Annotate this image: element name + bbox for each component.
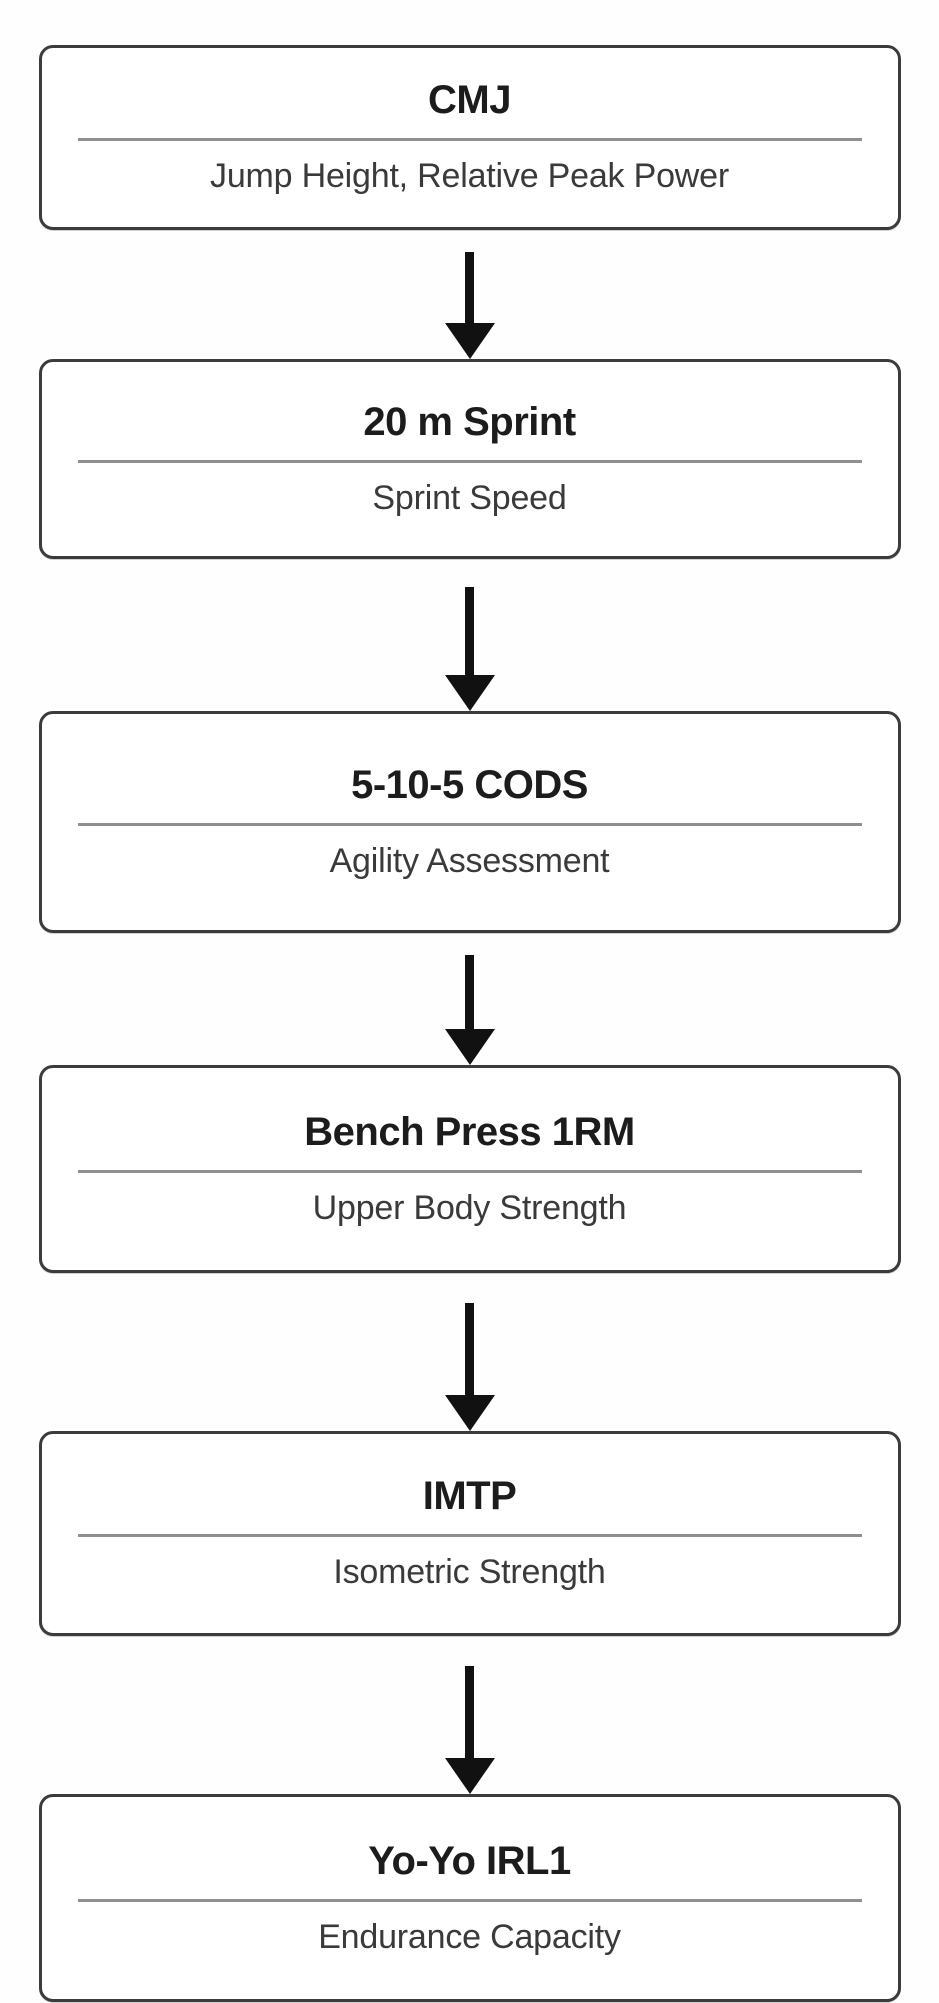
flow-node-title: Bench Press 1RM bbox=[304, 1109, 635, 1154]
arrow-shaft bbox=[465, 587, 474, 676]
arrow-head bbox=[444, 323, 495, 359]
arrow-shaft bbox=[465, 1303, 474, 1396]
flow-node-divider bbox=[77, 459, 862, 463]
flow-node-5-10-5-cods[interactable]: 5-10-5 CODS Agility Assessment bbox=[38, 711, 901, 933]
flow-node-subtitle: Sprint Speed bbox=[372, 478, 567, 517]
flow-node-imtp[interactable]: IMTP Isometric Strength bbox=[38, 1431, 901, 1636]
down-arrow-icon bbox=[440, 230, 500, 359]
arrow-shaft bbox=[465, 1666, 474, 1759]
flow-node-divider bbox=[77, 138, 862, 142]
down-arrow-icon bbox=[440, 559, 500, 711]
arrow-head bbox=[444, 1029, 495, 1065]
flow-node-20-m-sprint[interactable]: 20 m Sprint Sprint Speed bbox=[38, 359, 901, 559]
flow-node-yo-yo-irl1[interactable]: Yo-Yo IRL1 Endurance Capacity bbox=[38, 1794, 901, 2002]
arrow-head bbox=[444, 675, 495, 711]
arrow-shaft bbox=[465, 955, 474, 1030]
flow-node-bench-press-1rm[interactable]: Bench Press 1RM Upper Body Strength bbox=[38, 1065, 901, 1273]
flow-node-title: Yo-Yo IRL1 bbox=[368, 1838, 571, 1883]
flow-node-subtitle: Endurance Capacity bbox=[318, 1917, 621, 1956]
flow-node-cmj[interactable]: CMJ Jump Height, Relative Peak Power bbox=[38, 45, 901, 230]
flow-node-subtitle: Jump Height, Relative Peak Power bbox=[210, 157, 729, 196]
flow-node-subtitle: Upper Body Strength bbox=[312, 1188, 627, 1227]
flow-node-divider bbox=[77, 1169, 862, 1173]
down-arrow-icon bbox=[440, 933, 500, 1065]
flow-node-subtitle: Isometric Strength bbox=[333, 1553, 606, 1592]
arrow-head bbox=[444, 1758, 495, 1794]
arrow-shaft bbox=[465, 252, 474, 324]
top-spacer bbox=[469, 0, 470, 45]
down-arrow-icon bbox=[440, 1273, 500, 1431]
flow-node-divider bbox=[77, 1898, 862, 1902]
arrow-head bbox=[444, 1395, 495, 1431]
flow-node-subtitle: Agility Assessment bbox=[329, 841, 610, 880]
flow-node-title: 20 m Sprint bbox=[363, 399, 576, 444]
flow-node-divider bbox=[77, 1534, 862, 1538]
flow-node-divider bbox=[77, 822, 862, 826]
flow-node-title: CMJ bbox=[428, 78, 511, 123]
flow-node-title: IMTP bbox=[422, 1474, 517, 1519]
flow-node-title: 5-10-5 CODS bbox=[351, 762, 588, 807]
down-arrow-icon bbox=[440, 1636, 500, 1794]
